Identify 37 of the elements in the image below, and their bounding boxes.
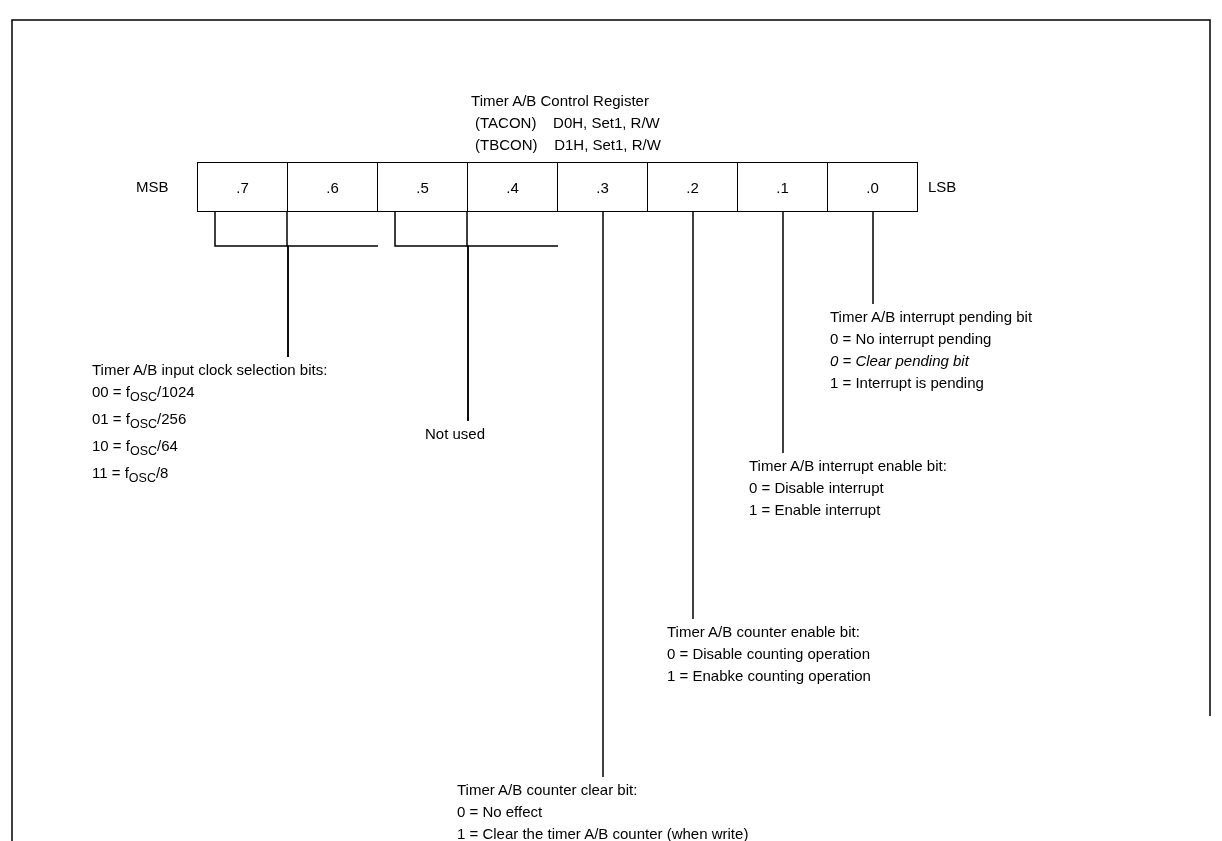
bit-description: Timer A/B input clock selection bits: [92, 360, 328, 380]
lsb-label: LSB [928, 177, 957, 197]
msb-label: MSB [136, 177, 169, 197]
bit-description: Timer A/B interrupt pending bit [830, 307, 1033, 327]
bit-cell: .0 [827, 162, 918, 212]
bit-description: Timer A/B counter enable bit: [667, 622, 861, 642]
value-description: 1 = Interrupt is pending [830, 373, 985, 393]
register-title: Timer A/B Control Register [471, 91, 649, 111]
bit-cell: .2 [647, 162, 738, 212]
leader-line [692, 211, 694, 620]
value-description: 11 = f$_{OSC}$/8 [92, 463, 170, 487]
value-description: 1 = Enabke counting operation [667, 666, 871, 686]
leader-line [286, 211, 379, 358]
bit-cell: .1 [737, 162, 828, 212]
bit-cell: .7 [197, 162, 288, 212]
leader-line [466, 211, 559, 422]
value-description: 0 = No effect [457, 802, 544, 822]
value-description: 0 = Disable interrupt [749, 478, 885, 498]
register-address: (TACON) D0H, Set1, R/W [475, 113, 660, 133]
bit-description: Timer A/B counter clear bit: [457, 780, 639, 800]
bit-description: Not used [425, 424, 486, 444]
bit-cell: .3 [557, 162, 648, 212]
value-description: 10 = f$_{OSC}$/64 [92, 436, 179, 460]
value-description: 0 = Clear pending bit [830, 351, 971, 371]
register-address: (TBCON) D1H, Set1, R/W [475, 135, 661, 155]
bit-cell: .6 [287, 162, 378, 212]
value-description: 0 = Disable counting operation [667, 644, 871, 664]
value-description: 01 = f$_{OSC}$/256 [92, 409, 188, 433]
bit-cell: .5 [377, 162, 468, 212]
leader-line [782, 211, 784, 454]
bit-cell: .4 [467, 162, 558, 212]
value-description: 0 = No interrupt pending [830, 329, 993, 349]
value-description: 00 = f$_{OSC}$/1024 [92, 382, 196, 406]
leader-line [602, 211, 604, 778]
bit-description: Timer A/B interrupt enable bit: [749, 456, 947, 476]
value-description: 1 = Enable interrupt [749, 500, 882, 520]
leader-line [872, 211, 874, 305]
